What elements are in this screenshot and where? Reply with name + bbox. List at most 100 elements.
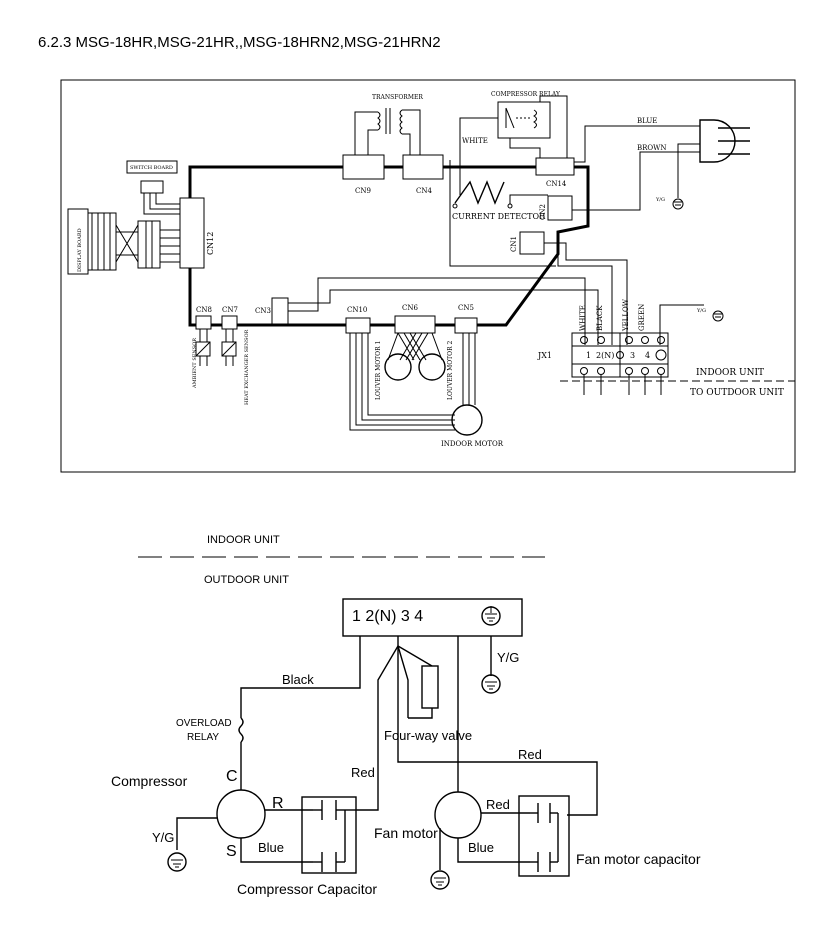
cn1-label: CN1 (510, 236, 518, 252)
indoor-unit-label-top: INDOOR UNIT (696, 368, 764, 378)
blue-label-2: Blue (468, 840, 494, 855)
compressor-motor (216, 789, 266, 839)
compressor-r-terminal: R (272, 795, 284, 812)
ground-symbol-jx1 (712, 310, 724, 322)
red-wire-compressor (357, 645, 399, 811)
compressor-relay-box (497, 101, 551, 139)
jx1-label: JX1 (537, 351, 552, 360)
jx1-terminal-2n: 2(N) (596, 351, 614, 360)
relay-symbol (505, 107, 537, 129)
ground-icon-fan-motor (430, 870, 450, 890)
compressor-capacitor-label: Compressor Capacitor (237, 881, 377, 897)
cn8-label: CN8 (196, 306, 212, 314)
indoor-motor-wiring (349, 333, 476, 431)
blue-wire (574, 125, 700, 163)
compressor-c-terminal: C (226, 768, 238, 785)
louver-motor-2-label: LOUVER MOTOR 2 (447, 340, 454, 400)
outdoor-terminals: 1 2(N) 3 4 (352, 608, 423, 625)
page-title: 6.2.3 MSG-18HR,MSG-21HR,,MSG-18HRN2,MSG-… (38, 34, 441, 51)
cn14-connector (535, 157, 575, 176)
heat-exchanger-thermistor (221, 341, 237, 357)
indoor-motor (451, 404, 483, 436)
cn12-label: CN12 (206, 232, 215, 255)
louver-motor-2 (418, 353, 446, 381)
terminal-block-jx1 (571, 332, 669, 378)
jx1-screws (580, 336, 667, 375)
cn9-label: CN9 (355, 187, 371, 195)
switch-board-label: SWITCH BOARD (130, 165, 173, 171)
cn5-label: CN5 (458, 304, 474, 312)
black-wire (240, 636, 361, 718)
to-outdoor-unit-label: TO OUTDOOR UNIT (690, 388, 784, 398)
cn3-label: CN3 (255, 307, 271, 315)
cn7-label: CN7 (222, 306, 238, 314)
current-detector-coil (454, 180, 505, 205)
overload-relay-label-1: OVERLOAD (176, 718, 232, 729)
display-board-label: DISPLAY BOARD (77, 228, 83, 272)
cn8-connector (195, 315, 212, 330)
transformer-label: TRANSFORMER (372, 94, 423, 101)
yg-label-terminal: Y/G (497, 650, 519, 665)
ground-icon-outdoor (481, 674, 501, 694)
red-label-2: Red (518, 747, 542, 762)
white-wire-jx1: WHITE (579, 305, 587, 331)
cn2-connector (547, 195, 573, 221)
louver-motor-1 (384, 353, 412, 381)
red-label-3: Red (486, 797, 510, 812)
fan-motor-capacitor (518, 795, 570, 877)
ambient-sensor-thermistor (195, 341, 211, 357)
cn6-label: CN6 (402, 304, 418, 312)
red-label-1: Red (351, 765, 375, 780)
cn10-connector (345, 317, 371, 334)
compressor-relay-label: COMPRESSOR RELAY (491, 91, 561, 98)
cn6-connector (394, 315, 436, 334)
outdoor-unit-label-bottom: OUTDOOR UNIT (204, 574, 289, 586)
indoor-motor-label: INDOOR MOTOR (441, 440, 504, 448)
louver-motor-1-label: LOUVER MOTOR 1 (375, 341, 382, 400)
jx1-terminal-1: 1 (586, 351, 591, 360)
cn14-label: CN14 (546, 180, 567, 188)
cn10-label: CN10 (347, 306, 367, 314)
current-detector-label: CURRENT DETECTOR (452, 212, 546, 221)
yellow-wire-jx1: YELLOW (622, 298, 630, 332)
brown-label: BROWN (637, 144, 666, 152)
ambient-sensor-label: AMBIENT SENSOR (192, 338, 198, 389)
overload-relay-label-2: RELAY (187, 732, 219, 743)
ground-symbol-plug (672, 198, 684, 210)
yg-label-plug: Y/G (655, 197, 665, 203)
blue-label: BLUE (637, 117, 657, 125)
louver-motor-wiring (387, 332, 443, 361)
white-wire-label: WHITE (462, 137, 488, 145)
heat-exchanger-sensor-label: HEAT EXCHANGER SENSOR (244, 329, 250, 405)
yg-label-compressor: Y/G (152, 830, 174, 845)
red-wire-fan-capacitor (397, 646, 598, 816)
power-plug (699, 119, 750, 163)
switch-board-connector (140, 180, 164, 194)
blue-label-1: Blue (258, 840, 284, 855)
cn7-connector (221, 315, 238, 330)
cn1-connector (519, 231, 545, 255)
green-wire-jx1: GREEN (638, 304, 646, 331)
cn3-connector (271, 297, 289, 325)
ground-icon-compressor (167, 852, 187, 872)
fan-motor-capacitor-label: Fan motor capacitor (576, 851, 701, 867)
compressor-capacitor (301, 796, 357, 874)
cn4-label: CN4 (416, 187, 432, 195)
black-wire-label: Black (282, 672, 314, 687)
cn9-connector (342, 154, 385, 180)
switch-board (126, 160, 178, 174)
compressor-s-terminal: S (226, 843, 237, 860)
four-way-valve (421, 665, 439, 709)
compressor-label: Compressor (111, 773, 188, 789)
brown-wire (572, 151, 700, 211)
fan-motor-label: Fan motor (374, 825, 438, 841)
cn4-connector (402, 154, 444, 180)
fan-motor (434, 791, 482, 839)
transformer-symbol (354, 108, 421, 155)
indoor-unit-label-bottom: INDOOR UNIT (207, 534, 280, 546)
ground-icon-terminal (481, 606, 501, 626)
overload-relay-symbol (238, 717, 244, 743)
outdoor-terminal-block (342, 598, 523, 637)
cn5-connector (454, 317, 478, 334)
